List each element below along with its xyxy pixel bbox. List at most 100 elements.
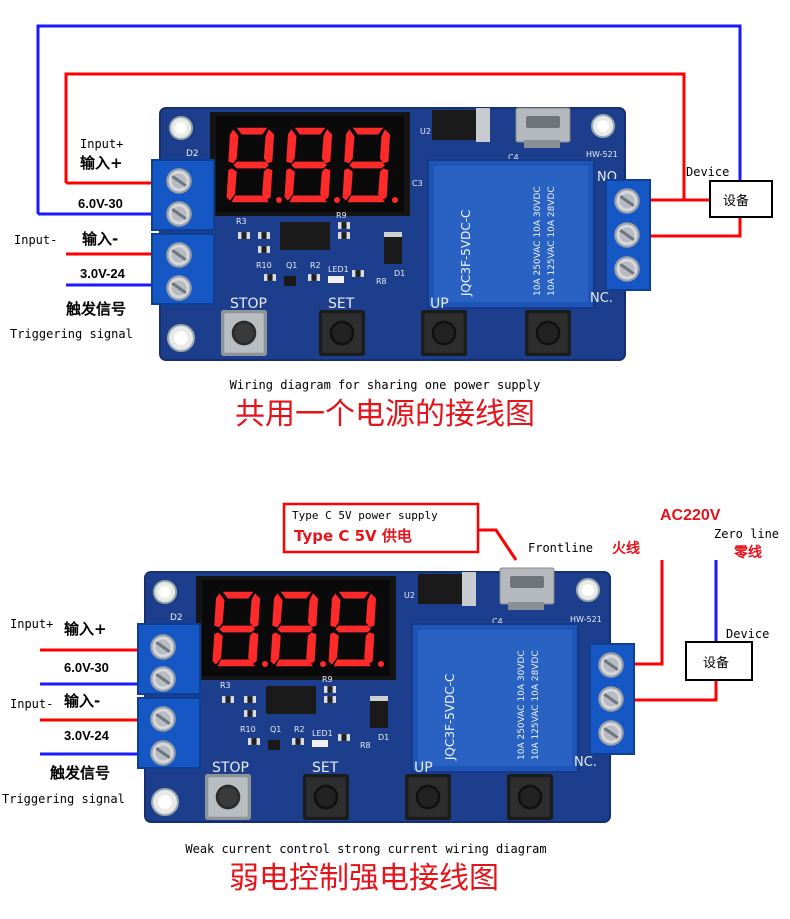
red-wire-frontline xyxy=(630,560,664,666)
red-wire-top xyxy=(64,72,710,202)
button-label-stop-2: STOP xyxy=(212,760,249,776)
relay-board-1: U2 C4 HW-521 JQC3F-5VDC-C 10A 250VAC 10A… xyxy=(151,107,651,361)
output-terminal-block-2 xyxy=(589,643,635,755)
stop-button-2[interactable] xyxy=(205,774,251,820)
silk-nc-2: NC. xyxy=(574,755,597,770)
silk-r3: R3 xyxy=(236,217,247,226)
silk-r2: R2 xyxy=(310,261,321,270)
wires-diagram-1 xyxy=(36,24,742,287)
zero-line-cn: 零线 xyxy=(733,544,762,561)
diagram-shared-power: U2 C4 HW-521 JQC3F-5VDC-C 10A 250VAC 10A… xyxy=(10,24,773,432)
silk-r3-2: R3 xyxy=(220,681,231,690)
relay-model: JQC3F-5VDC-C xyxy=(459,210,473,297)
silk-r9: R9 xyxy=(336,211,347,220)
wires-diagram-2 xyxy=(40,528,718,756)
voltage-low-1: 3.0V-24 xyxy=(80,266,126,281)
silk-model-2: HW-521 xyxy=(570,615,602,624)
trigger-cn-1: 触发信号 xyxy=(66,300,126,318)
typec-en: Type C 5V power supply xyxy=(292,509,438,522)
input-terminal-block xyxy=(151,159,215,305)
up-button-2[interactable] xyxy=(405,774,451,820)
relay-rating-1: 10A 250VAC 10A 30VDC xyxy=(533,186,543,296)
device-cn-1: 设备 xyxy=(723,193,749,209)
red-wire-device-2 xyxy=(630,680,718,702)
blue-wire-top xyxy=(36,24,742,214)
input-plus-en-2: Input+ xyxy=(10,617,53,631)
relay: JQC3F-5VDC-C 10A 250VAC 10A 30VDC 10A 12… xyxy=(427,159,595,309)
caption-cn-1: 共用一个电源的接线图 xyxy=(235,397,535,432)
up-button[interactable] xyxy=(421,310,467,356)
red-wire-typec xyxy=(478,528,518,561)
relay-rating-1-2: 10A 250VAC 10A 30VDC xyxy=(517,650,527,760)
silk-led1-2: LED1 xyxy=(312,729,333,738)
output-terminal-block xyxy=(605,179,651,291)
silk-q1-2: Q1 xyxy=(270,725,281,734)
silk-u2-2: U2 xyxy=(404,591,415,600)
input-plus-cn-1: 输入+ xyxy=(80,154,123,172)
silk-r9-2: R9 xyxy=(322,675,333,684)
relay-rating-2: 10A 125VAC 10A 28VDC xyxy=(547,186,557,296)
silk-d2: D2 xyxy=(186,149,199,159)
typec-cn: Type C 5V 供电 xyxy=(294,527,412,545)
device-en-1: Device xyxy=(686,165,729,179)
silk-d2-2: D2 xyxy=(170,613,183,623)
trigger-en-2: Triggering signal xyxy=(2,792,125,806)
input-minus-en-2: Input- xyxy=(10,697,53,711)
button-label-up: UP xyxy=(430,296,449,312)
silk-r10-2: R10 xyxy=(240,725,256,734)
silk-r10: R10 xyxy=(256,261,272,270)
down-button[interactable] xyxy=(525,310,571,356)
frontline-cn: 火线 xyxy=(612,540,640,557)
caption-en-1: Wiring diagram for sharing one power sup… xyxy=(230,378,541,392)
silk-led1: LED1 xyxy=(328,265,349,274)
voltage-high-1: 6.0V-30 xyxy=(78,196,123,211)
diagram-weak-controls-strong: U2 C4 HW-521 JQC3F-5VDC-C 10A 250VAC 10A… xyxy=(2,502,779,896)
relay-board-2: U2 C4 HW-521 JQC3F-5VDC-C 10A 250VAC 10A… xyxy=(137,567,635,823)
input-minus-en-1: Input- xyxy=(14,233,57,247)
silk-c4: C4 xyxy=(508,153,519,162)
input-minus-cn-1: 输入- xyxy=(82,230,118,248)
button-label-stop: STOP xyxy=(230,296,267,312)
device-en-2: Device xyxy=(726,627,769,641)
voltage-high-2: 6.0V-30 xyxy=(64,660,109,675)
set-button[interactable] xyxy=(319,310,365,356)
silk-r2-2: R2 xyxy=(294,725,305,734)
caption-cn-2: 弱电控制强电接线图 xyxy=(229,861,499,896)
silk-d1-2: D1 xyxy=(378,733,389,742)
ac-voltage: AC220V xyxy=(660,507,721,524)
voltage-low-2: 3.0V-24 xyxy=(64,728,110,743)
silk-r8-2: R8 xyxy=(360,741,371,750)
device-box-1 xyxy=(709,180,773,218)
device-box-2 xyxy=(685,641,753,681)
input-plus-en-1: Input+ xyxy=(80,137,123,151)
relay-2: JQC3F-5VDC-C 10A 250VAC 10A 30VDC 10A 12… xyxy=(411,623,579,773)
seven-segment-display xyxy=(210,112,410,216)
typec-callout-box xyxy=(282,502,480,554)
caption-en-2: Weak current control strong current wiri… xyxy=(185,842,546,856)
silk-q1: Q1 xyxy=(286,261,297,270)
device-cn-2: 设备 xyxy=(703,655,729,671)
frontline-en: Frontline xyxy=(528,541,593,555)
silk-c4-2: C4 xyxy=(492,617,503,626)
zero-line-en: Zero line xyxy=(714,527,779,541)
button-label-up-2: UP xyxy=(414,760,433,776)
input-minus-cn-2: 输入- xyxy=(64,692,100,710)
button-label-set: SET xyxy=(328,296,355,312)
input-terminal-block-2 xyxy=(137,623,201,769)
seven-segment-display-2 xyxy=(196,576,396,680)
silk-u2: U2 xyxy=(420,127,431,136)
silk-c3: C3 xyxy=(412,179,423,188)
down-button-2[interactable] xyxy=(507,774,553,820)
red-wire-device xyxy=(648,218,742,238)
stop-button[interactable] xyxy=(221,310,267,356)
trigger-cn-2: 触发信号 xyxy=(50,764,110,782)
trigger-en-1: Triggering signal xyxy=(10,327,133,341)
set-button-2[interactable] xyxy=(303,774,349,820)
silk-d1: D1 xyxy=(394,269,405,278)
button-label-set-2: SET xyxy=(312,760,339,776)
silk-nc: NC. xyxy=(590,291,613,306)
silk-model: HW-521 xyxy=(586,150,618,159)
silk-r8: R8 xyxy=(376,277,387,286)
input-plus-cn-2: 输入+ xyxy=(64,620,107,638)
